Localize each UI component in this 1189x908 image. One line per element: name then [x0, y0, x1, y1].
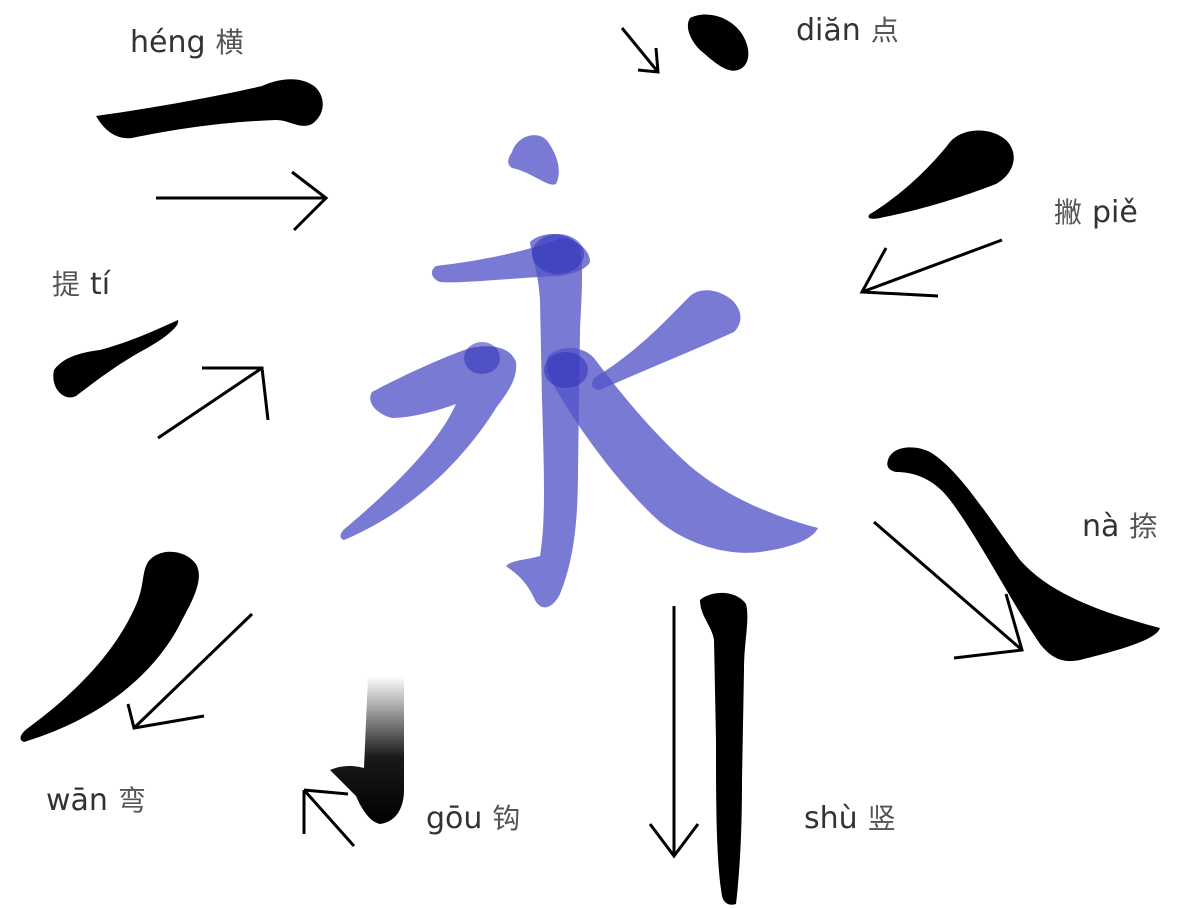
heng-stroke-shape	[96, 79, 323, 138]
label-ti-pinyin: tí	[90, 267, 110, 302]
label-gou-pinyin: gōu	[426, 801, 482, 836]
yong-dot-stroke	[508, 135, 559, 184]
yong-na-stroke	[547, 348, 818, 553]
label-heng: héng 横	[130, 28, 244, 58]
ti-arrow	[158, 368, 268, 438]
yong-pie-stroke	[592, 290, 741, 390]
label-shu-hanzi: 竖	[868, 802, 896, 835]
label-ti: 提 tí	[52, 270, 110, 300]
label-dian: diăn 点	[796, 16, 899, 46]
label-heng-pinyin: héng	[130, 25, 206, 60]
label-pie-hanzi: 撇	[1054, 196, 1082, 229]
label-wan-hanzi: 弯	[118, 784, 146, 817]
gou-stroke-shape	[330, 676, 404, 824]
dian-arrow	[622, 28, 658, 72]
na-stroke-shape	[887, 447, 1160, 661]
label-heng-hanzi: 横	[216, 26, 244, 59]
label-na: nà 捺	[1082, 512, 1157, 542]
label-shu-pinyin: shù	[804, 801, 858, 836]
gou-arrow	[304, 790, 354, 846]
ti-stroke-shape	[53, 320, 178, 397]
label-wan-pinyin: wān	[46, 783, 108, 818]
label-na-hanzi: 捺	[1129, 510, 1157, 543]
label-gou: gōu 钩	[426, 804, 520, 834]
yong-shu-stroke	[506, 234, 582, 607]
dian-stroke-shape	[688, 15, 748, 71]
shu-stroke-shape	[700, 593, 747, 905]
label-dian-pinyin: diăn	[796, 13, 861, 48]
pie-stroke-shape	[868, 130, 1013, 218]
label-ti-hanzi: 提	[52, 268, 80, 301]
wan-stroke-shape	[21, 552, 199, 742]
yong-left-stroke	[341, 346, 517, 540]
label-pie: 撇 piě	[1054, 198, 1138, 228]
pie-arrow	[862, 240, 1002, 296]
label-pie-pinyin: piě	[1092, 195, 1138, 230]
label-gou-hanzi: 钩	[492, 802, 520, 835]
label-wan: wān 弯	[46, 786, 146, 816]
label-shu: shù 竖	[804, 804, 896, 834]
label-na-pinyin: nà	[1082, 509, 1119, 544]
heng-arrow	[156, 172, 326, 230]
label-dian-hanzi: 点	[871, 14, 899, 47]
shu-arrow	[650, 606, 698, 856]
